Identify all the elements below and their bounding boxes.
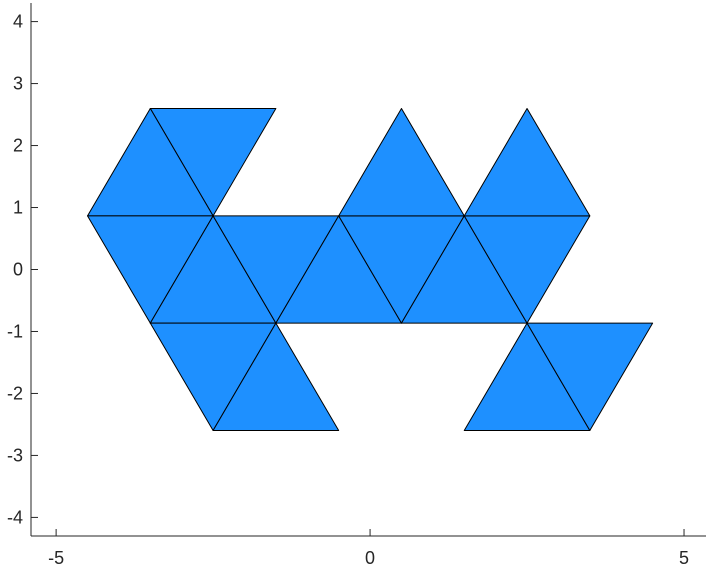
- plot-area: [87, 107, 654, 432]
- x-ticks: -5 0 5: [48, 529, 689, 568]
- y-tick-label: -4: [7, 507, 23, 527]
- x-tick-label: -5: [48, 548, 64, 568]
- y-tick-label: -3: [7, 445, 23, 465]
- y-tick-label: -1: [7, 321, 23, 341]
- y-tick-label: 0: [13, 260, 23, 280]
- y-tick-label: 1: [13, 198, 23, 218]
- x-tick-label: 5: [679, 548, 689, 568]
- triangle-13: [212, 322, 340, 432]
- y-tick-label: 4: [13, 12, 23, 32]
- x-tick-label: 0: [365, 548, 375, 568]
- y-tick-label: 2: [13, 136, 23, 156]
- y-tick-label: -2: [7, 383, 23, 403]
- triangle-11: [463, 107, 591, 217]
- triangle-10: [338, 107, 465, 217]
- triangle-15: [526, 322, 654, 432]
- y-ticks: -4 -3 -2 -1 0 1 2 3 4: [7, 12, 38, 527]
- y-tick-label: 3: [13, 74, 23, 94]
